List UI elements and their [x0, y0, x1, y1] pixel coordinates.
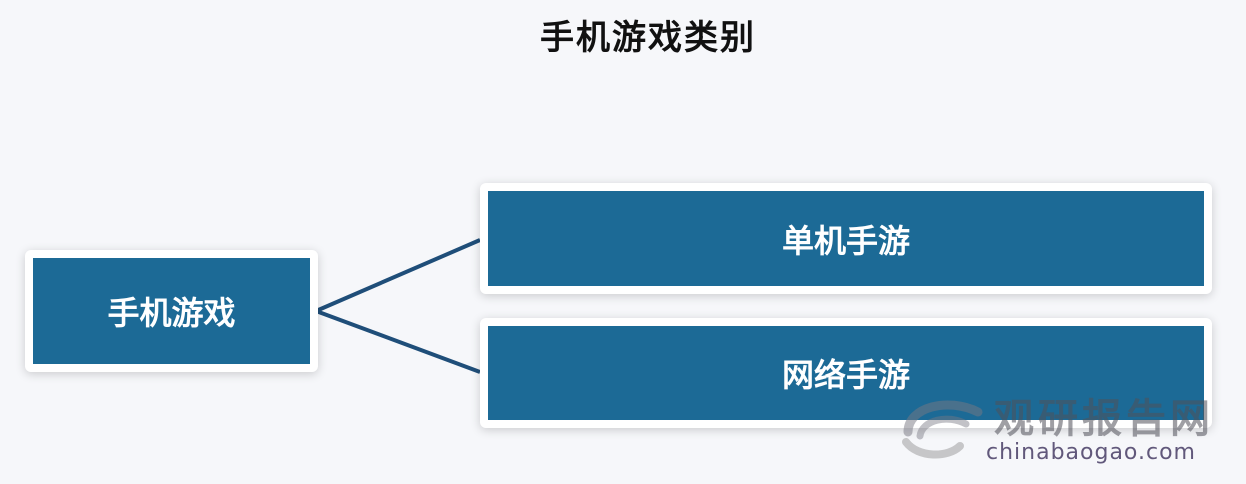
child-node-card-1: 单机手游	[480, 183, 1212, 294]
child-node-standalone: 单机手游	[488, 191, 1204, 286]
child-node-label: 网络手游	[781, 356, 910, 394]
watermark-logo-icon	[902, 400, 983, 459]
root-node-label: 手机游戏	[107, 294, 236, 332]
watermark-url: chinabaogao.com	[986, 440, 1196, 465]
diagram-title: 手机游戏类别	[540, 18, 756, 58]
child-node-card-2: 网络手游	[480, 318, 1212, 428]
root-node: 手机游戏	[33, 258, 310, 364]
child-node-online: 网络手游	[488, 326, 1204, 420]
root-node-card: 手机游戏	[25, 250, 318, 372]
child-node-label: 单机手游	[781, 221, 910, 260]
watermark-brand: 观研报告网	[994, 396, 1214, 442]
